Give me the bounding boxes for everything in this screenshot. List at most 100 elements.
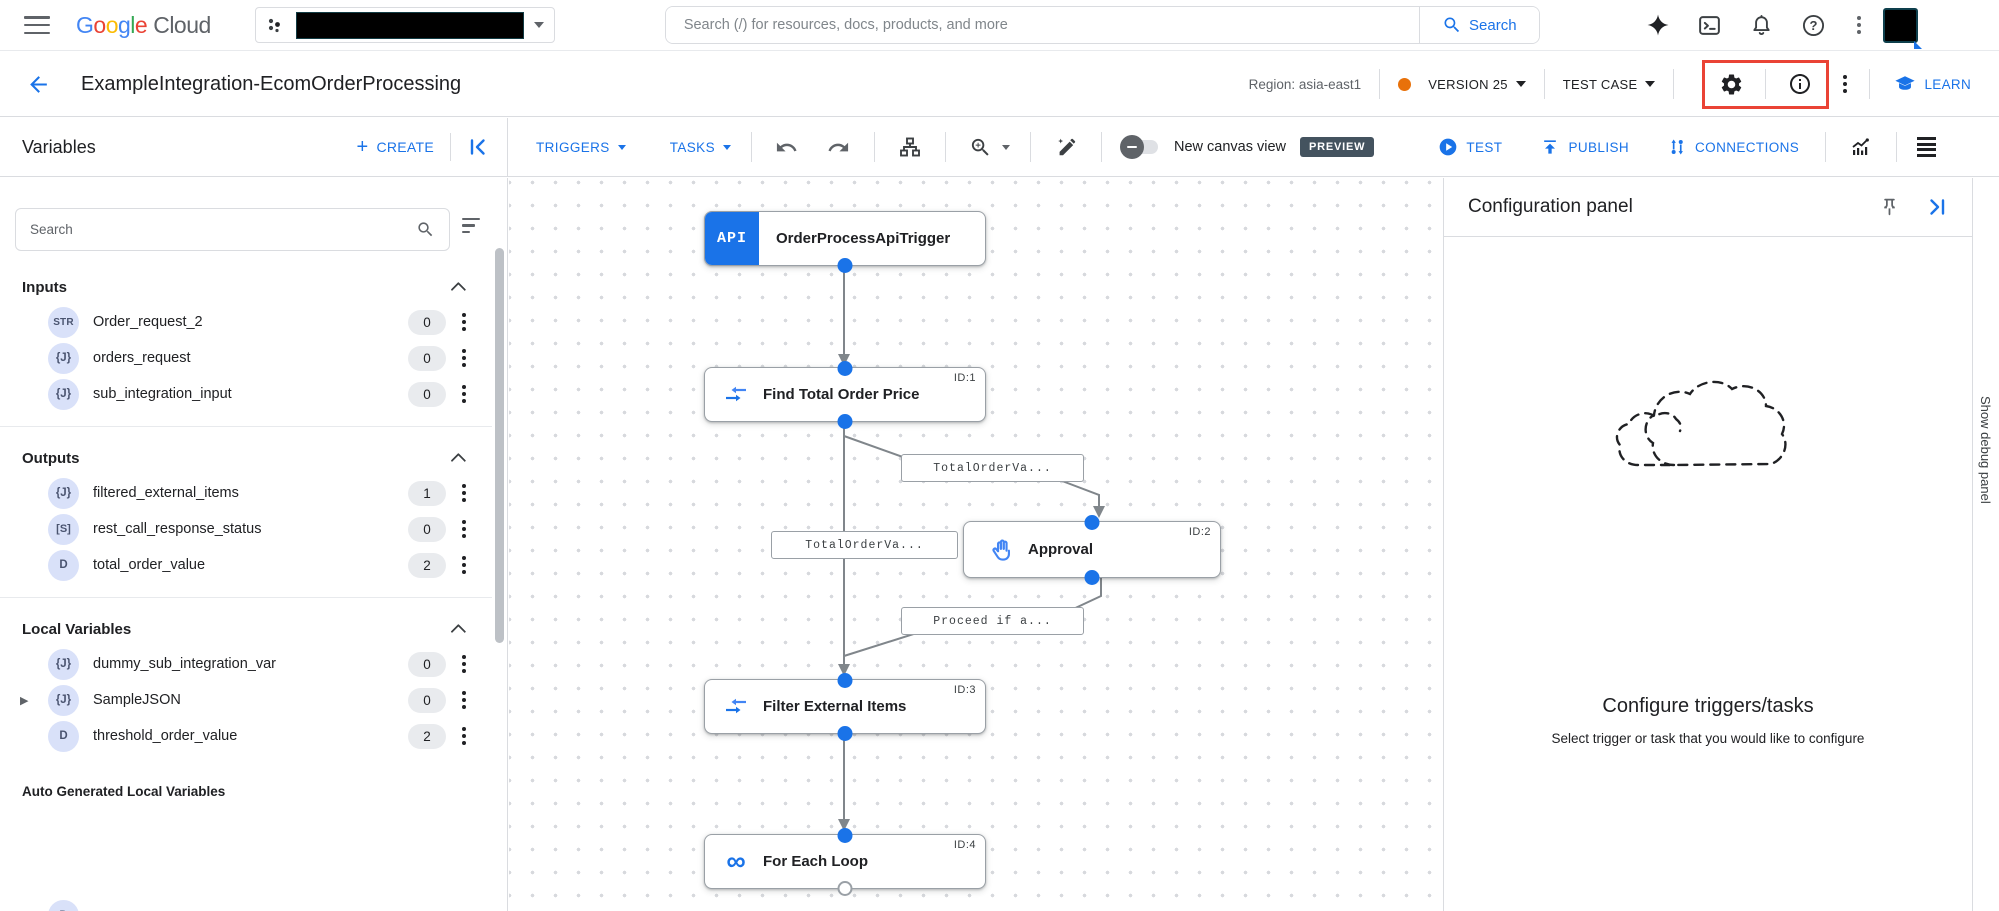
type-badge-double: D bbox=[48, 720, 79, 752]
variable-menu-icon[interactable] bbox=[458, 723, 470, 749]
triggers-dropdown[interactable]: TRIGGERS bbox=[536, 140, 626, 155]
more-options-icon[interactable] bbox=[1853, 12, 1865, 38]
node-output-port[interactable] bbox=[837, 258, 853, 273]
variable-row[interactable]: [S] rest_call_response_status 0 bbox=[0, 511, 492, 547]
section-header-local-variables[interactable]: Local Variables bbox=[0, 612, 492, 646]
variable-row[interactable]: STR Order_request_2 0 bbox=[0, 304, 492, 340]
configuration-panel-body: Configure triggers/tasks Select trigger … bbox=[1444, 237, 1972, 910]
tasks-dropdown[interactable]: TASKS bbox=[670, 140, 731, 155]
collapse-panel-left-icon[interactable] bbox=[467, 136, 489, 158]
variable-row[interactable]: {J} sub_integration_input 0 bbox=[0, 376, 492, 412]
editor-toolbar: Variables + CREATE TRIGGERS TASKS bbox=[0, 118, 1999, 177]
node-id-label: ID:4 bbox=[953, 839, 976, 851]
variable-menu-icon[interactable] bbox=[458, 345, 470, 371]
variable-row[interactable]: {J} orders_request 0 bbox=[0, 340, 492, 376]
variable-row[interactable]: D threshold_order_value 2 bbox=[0, 718, 492, 754]
version-dropdown[interactable]: VERSION 25 bbox=[1398, 77, 1526, 92]
account-avatar-redacted[interactable] bbox=[1882, 7, 1918, 43]
configuration-panel-title: Configuration panel bbox=[1468, 196, 1633, 217]
node-approval[interactable]: Approval ID:2 bbox=[963, 515, 1221, 585]
node-input-port[interactable] bbox=[837, 828, 853, 843]
global-search-input[interactable] bbox=[665, 7, 1419, 43]
collapse-panel-right-icon[interactable] bbox=[1926, 196, 1948, 218]
gemini-icon[interactable] bbox=[1645, 12, 1671, 38]
chevron-up-icon bbox=[450, 623, 467, 639]
section-header-inputs[interactable]: Inputs bbox=[0, 270, 492, 304]
node-for-each-loop[interactable]: ∞ For Each Loop ID:4 bbox=[704, 828, 986, 896]
node-find-total-order-price[interactable]: Find Total Order Price ID:1 bbox=[704, 361, 986, 429]
empty-cloud-illustration bbox=[1615, 380, 1787, 467]
create-variable-button[interactable]: + CREATE bbox=[356, 136, 434, 158]
type-badge-json: {J} bbox=[48, 342, 79, 374]
zoom-in-icon[interactable] bbox=[966, 132, 996, 162]
variable-row[interactable]: {J} dummy_sub_integration_var 0 bbox=[0, 646, 492, 682]
info-icon[interactable] bbox=[1780, 64, 1820, 104]
connections-button[interactable]: CONNECTIONS bbox=[1667, 137, 1799, 157]
back-arrow-icon[interactable] bbox=[26, 72, 51, 97]
section-header-outputs[interactable]: Outputs bbox=[0, 441, 492, 475]
zoom-dropdown-caret[interactable] bbox=[1001, 144, 1010, 150]
test-button[interactable]: TEST bbox=[1438, 137, 1502, 157]
learn-button[interactable]: LEARN bbox=[1894, 73, 1971, 95]
edge-condition-label[interactable]: TotalOrderVa... bbox=[771, 531, 958, 559]
edge-condition-label[interactable]: TotalOrderVa... bbox=[901, 454, 1084, 482]
execution-logs-icon[interactable] bbox=[1917, 136, 1937, 158]
auto-layout-icon[interactable] bbox=[895, 132, 925, 162]
pin-icon[interactable] bbox=[1879, 197, 1900, 218]
node-input-port[interactable] bbox=[1084, 515, 1100, 530]
project-selector[interactable] bbox=[254, 7, 555, 43]
undo-icon[interactable] bbox=[772, 132, 802, 162]
sort-filter-icon[interactable] bbox=[462, 218, 480, 234]
variable-menu-icon[interactable] bbox=[458, 552, 470, 578]
menu-icon[interactable] bbox=[24, 16, 50, 34]
publish-button[interactable]: PUBLISH bbox=[1540, 137, 1629, 157]
variable-menu-icon[interactable] bbox=[458, 651, 470, 677]
magic-edit-icon[interactable] bbox=[1051, 132, 1081, 162]
variable-row[interactable]: D total_order_value 2 bbox=[0, 547, 492, 583]
node-order-process-api-trigger[interactable]: API OrderProcessApiTrigger bbox=[704, 211, 986, 273]
header-more-options-icon[interactable] bbox=[1839, 71, 1851, 97]
node-input-port[interactable] bbox=[837, 361, 853, 376]
variables-search-input[interactable] bbox=[30, 222, 416, 237]
type-badge-string-array: [S] bbox=[48, 513, 79, 545]
node-input-port[interactable] bbox=[837, 673, 853, 688]
variable-menu-icon[interactable] bbox=[458, 381, 470, 407]
search-button[interactable]: Search bbox=[1418, 7, 1539, 43]
help-icon[interactable]: ? bbox=[1801, 12, 1827, 38]
notifications-bell-icon[interactable] bbox=[1749, 12, 1775, 38]
variable-row[interactable]: ▶ {J} SampleJSON 0 bbox=[0, 682, 492, 718]
usage-count: 1 bbox=[408, 480, 446, 506]
settings-gear-icon[interactable] bbox=[1711, 64, 1751, 104]
variable-menu-icon[interactable] bbox=[458, 309, 470, 335]
node-output-port[interactable] bbox=[837, 414, 853, 429]
metrics-chart-icon[interactable] bbox=[1846, 132, 1876, 162]
chevron-down-icon bbox=[722, 144, 731, 150]
node-output-port[interactable] bbox=[837, 726, 853, 741]
svg-text:?: ? bbox=[1810, 18, 1818, 33]
variable-row[interactable]: {J} filtered_external_items 1 bbox=[0, 475, 492, 511]
integration-canvas[interactable]: API OrderProcessApiTrigger Find Total Or… bbox=[509, 178, 1443, 911]
google-cloud-logo[interactable]: Google Cloud bbox=[76, 12, 211, 39]
node-output-port-open[interactable] bbox=[837, 881, 853, 896]
edge-condition-label[interactable]: Proceed if a... bbox=[901, 607, 1084, 635]
node-output-port[interactable] bbox=[1084, 570, 1100, 585]
new-canvas-view-toggle[interactable] bbox=[1119, 135, 1158, 159]
cloud-shell-icon[interactable] bbox=[1697, 12, 1723, 38]
variable-menu-icon[interactable] bbox=[458, 687, 470, 713]
redo-icon[interactable] bbox=[824, 132, 854, 162]
test-case-dropdown[interactable]: TEST CASE bbox=[1563, 77, 1656, 92]
sidebar-scrollbar[interactable] bbox=[495, 248, 504, 643]
chevron-down-icon bbox=[533, 22, 544, 28]
project-grid-icon bbox=[268, 18, 280, 33]
variable-menu-icon[interactable] bbox=[458, 480, 470, 506]
node-filter-external-items[interactable]: Filter External Items ID:3 bbox=[704, 673, 986, 741]
variable-menu-icon[interactable] bbox=[458, 516, 470, 542]
usage-count: 0 bbox=[408, 345, 446, 371]
section-divider bbox=[0, 597, 492, 598]
usage-count: 0 bbox=[408, 381, 446, 407]
show-debug-panel-strip[interactable]: Show debug panel bbox=[1972, 178, 1999, 911]
api-trigger-badge: API bbox=[705, 212, 759, 265]
highlighted-settings-group bbox=[1702, 59, 1830, 109]
expand-arrow-icon[interactable]: ▶ bbox=[20, 694, 29, 707]
variables-search-box bbox=[15, 208, 450, 251]
